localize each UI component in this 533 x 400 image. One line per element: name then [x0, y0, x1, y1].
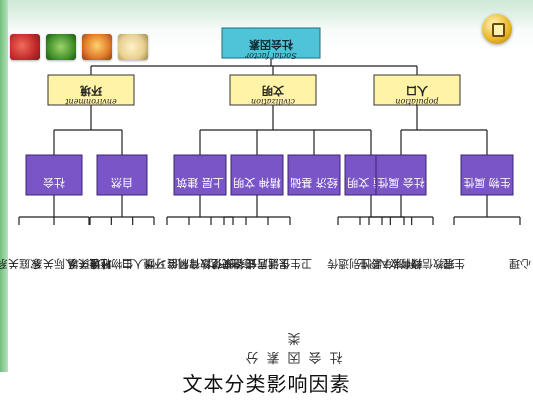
leaf-label: 性别: [349, 257, 371, 271]
onion-photo: [118, 34, 148, 60]
leaf-label: 社会关系: [67, 257, 111, 271]
leaf-label: 居住条件: [224, 257, 268, 271]
leaf-label: 卫生保健: [268, 257, 312, 271]
leaf-label: 生产力: [208, 257, 241, 271]
subcategory-node-box: [25, 154, 83, 196]
leaf-label: 道德规范: [211, 257, 255, 271]
leaf-label: 宗教信仰: [411, 257, 455, 271]
leaf-label: 法律制度: [167, 257, 211, 271]
diagram-bottom-title: 社会因素分类: [237, 330, 343, 364]
connector-lines: [18, 58, 521, 225]
tomato-photo: [10, 34, 40, 60]
subcategory-node-box: [287, 154, 341, 196]
leaf-label: 生物环境: [89, 257, 133, 271]
subcategory-node-label: 生物 属性: [463, 176, 511, 190]
subcategory-node-label: 经济 基础: [290, 176, 338, 190]
leaf-label: 遗传: [327, 257, 349, 271]
page-caption: 文本分类影响因素: [182, 372, 351, 396]
root-node-box: [221, 27, 321, 59]
subcategory-node-box: [96, 154, 148, 196]
category-node-title: 人口: [406, 84, 428, 98]
leaf-label: 风俗习惯: [145, 257, 189, 271]
top-decor-band: [8, 0, 533, 30]
subcategory-node-box: [173, 154, 227, 196]
subcategory-node-box: [375, 154, 427, 196]
leaf-label: 年龄: [371, 257, 393, 271]
leaf-label: 收入: [379, 257, 401, 271]
category-node-box: [373, 74, 461, 106]
subcategory-node-label: 自然: [111, 176, 133, 190]
subcategory-node-label: 上层 建筑: [176, 176, 224, 190]
root-node-subtitle: Social factor: [244, 51, 296, 60]
root-node-title: 社会因素: [249, 38, 294, 52]
category-node-subtitle: civilization: [251, 97, 295, 106]
leaf-label: 生活方式: [246, 257, 290, 271]
subcategory-node-label: 社会: [43, 176, 65, 190]
category-node-subtitle: environment: [64, 97, 116, 106]
category-node-subtitle: population: [395, 97, 438, 106]
leaf-label: 职业: [358, 257, 380, 270]
leaf-label: 人口: [122, 257, 144, 270]
leaf-label: 文化教育: [189, 257, 233, 271]
subcategory-node-label: 社会 属性: [377, 176, 425, 190]
leaf-label: 地理环境: [68, 257, 112, 271]
category-node-title: 环境: [80, 84, 102, 98]
leaf-label: 心理: [509, 257, 531, 270]
greens-photo: [46, 34, 76, 60]
subcategory-node-box: [460, 154, 514, 196]
subcategory-node-label: 精神 文明: [233, 176, 281, 190]
leaf-label: 生理: [443, 257, 465, 271]
category-node-box: [229, 74, 317, 106]
home-icon[interactable]: [482, 14, 512, 44]
subcategory-node-box: [230, 154, 284, 196]
leaf-label: 教育: [401, 257, 423, 271]
leaf-label: 人际关系: [32, 257, 76, 271]
category-node-title: 文明: [262, 84, 284, 98]
left-decor-rail: [0, 0, 8, 372]
thumbnail-strip: [10, 34, 148, 60]
leaf-label: 种族: [393, 257, 415, 271]
fruit-photo: [82, 34, 112, 60]
leaf-label: 家庭关系: [0, 257, 41, 271]
category-node-box: [47, 74, 135, 106]
leaf-label: 环境: [143, 257, 165, 271]
